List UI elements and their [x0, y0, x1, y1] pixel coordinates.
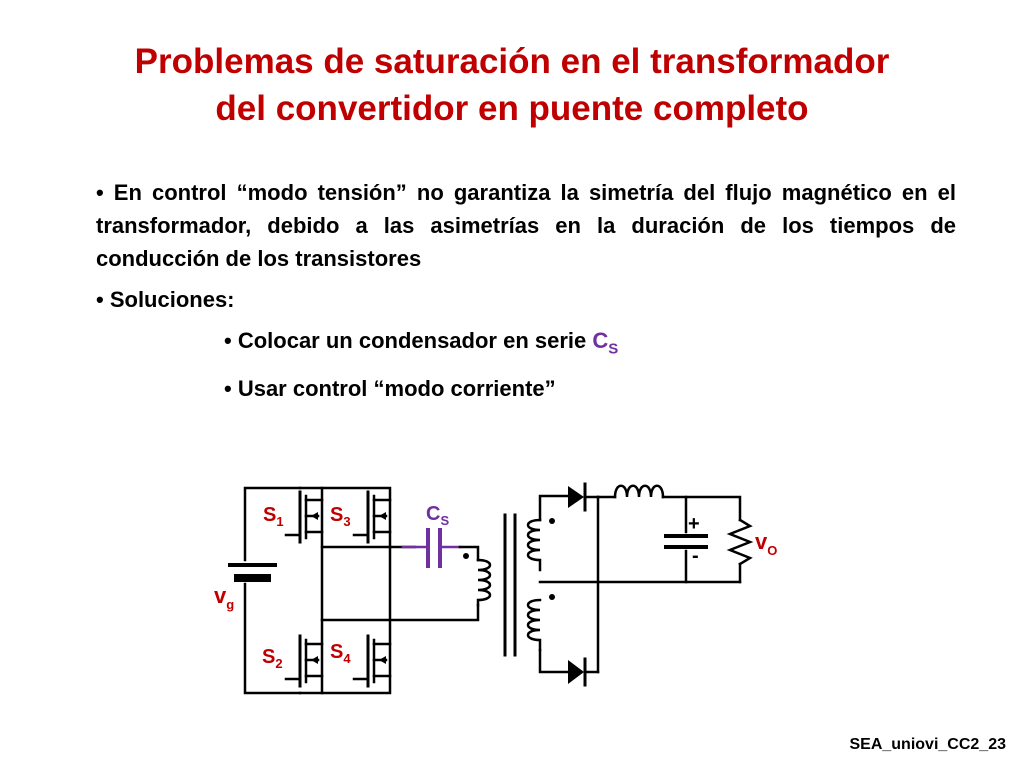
bullet-list: • En control “modo tensión” no garantiza… — [96, 176, 956, 412]
bullet-marker: • — [96, 287, 104, 312]
cs-symbol-subscript: S — [608, 340, 619, 358]
cs-symbol: CS — [592, 328, 618, 357]
output-capacitor-icon — [664, 495, 708, 584]
transistor-s2-symbol — [284, 634, 324, 688]
cap-plus-sign: + — [688, 513, 700, 535]
label-vo: vO — [755, 529, 777, 558]
secondary-winding-lower-icon — [526, 594, 572, 674]
bullet-voltage-mode-text: En control “modo tensión” no garantiza l… — [96, 180, 956, 271]
bullet-solutions: • Soluciones: — [96, 283, 956, 316]
input-source-wiring — [228, 486, 302, 695]
label-s3: S3 — [330, 504, 351, 529]
slide-title-line-2: del convertidor en puente completo — [215, 89, 809, 128]
cs-symbol-letter: C — [592, 328, 609, 353]
primary-feed-wire — [458, 545, 480, 562]
bridge-legs — [298, 486, 480, 695]
transformer-core — [503, 513, 517, 657]
primary-winding-icon — [463, 553, 492, 607]
bullet-solutions-text: Soluciones: — [109, 287, 235, 312]
label-s2: S2 — [262, 646, 283, 671]
sub-bullet-series-capacitor-text: Colocar un condensador en serie — [237, 328, 593, 353]
output-inductor-icon — [596, 484, 742, 522]
bullet-marker: • — [96, 180, 104, 205]
sub-bullet-current-mode: • Usar control “modo corriente” — [224, 372, 956, 405]
diode-upper-icon — [568, 482, 600, 512]
sub-bullet-series-capacitor: • Colocar un condensador en serie CS — [224, 324, 956, 365]
diode-lower-icon — [568, 657, 600, 687]
transistor-s3-symbol — [352, 490, 392, 544]
label-s4: S4 — [330, 641, 351, 666]
slide-title-line-1: Problemas de saturación en el transforma… — [134, 42, 890, 81]
label-vg: vg — [214, 583, 234, 612]
transistor-s4-symbol — [352, 634, 392, 688]
bullet-marker: • — [224, 328, 232, 353]
label-cs: CS — [426, 503, 449, 528]
bullet-marker: • — [224, 376, 232, 402]
transistor-s1-symbol — [284, 490, 324, 544]
sub-bullet-current-mode-text: Usar control “modo corriente” — [237, 376, 556, 402]
slide-title: Problemas de saturación en el transforma… — [0, 38, 1024, 132]
slide-footer: SEA_uniovi_CC2_23 — [849, 736, 1006, 753]
label-s1: S1 — [263, 504, 284, 529]
secondary-winding-upper-icon — [526, 494, 572, 572]
load-resistor-icon — [726, 518, 754, 584]
series-capacitor-cs-symbol — [401, 528, 462, 568]
bullet-voltage-mode: • En control “modo tensión” no garantiza… — [96, 176, 956, 275]
cap-minus-sign: - — [692, 545, 699, 567]
